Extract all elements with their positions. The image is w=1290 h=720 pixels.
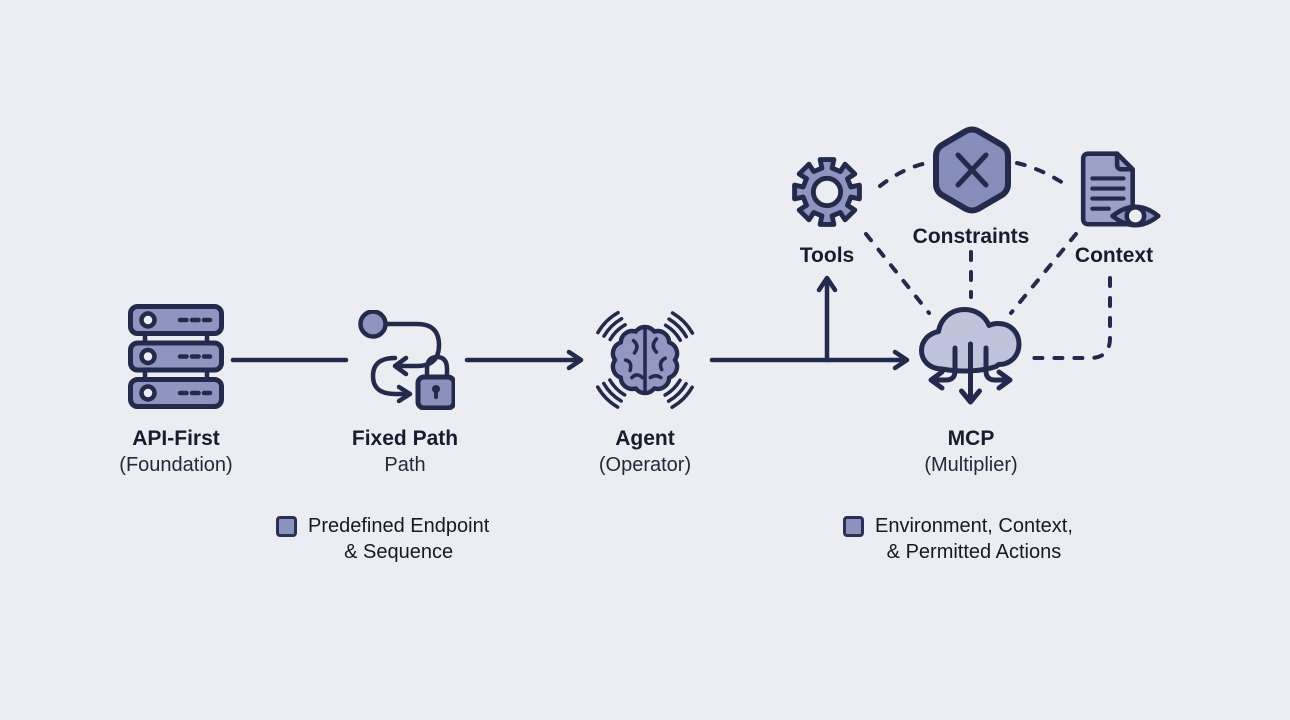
- legend-line: Environment, Context,: [875, 515, 1073, 537]
- node-sublabel-api-first: (Foundation): [119, 454, 233, 476]
- satellite-label-tools: Tools: [799, 244, 855, 267]
- dashed-gear-to-hexagon: [878, 161, 929, 188]
- brain-signals-icon: [588, 303, 702, 417]
- arrowhead-to-mcp: [892, 349, 910, 371]
- legend-line: & Permitted Actions: [886, 541, 1062, 563]
- satellite-label-constraints: Constraints: [912, 225, 1030, 248]
- arrowhead-to-agent: [566, 349, 584, 371]
- dashed-context-to-cloud: [1009, 232, 1078, 315]
- satellite-label-context: Context: [1074, 244, 1154, 267]
- node-sublabel-fixed-path: Path: [384, 454, 426, 476]
- node-sublabel-agent: (Operator): [598, 454, 692, 476]
- node-label-api-first: API-First: [132, 427, 220, 450]
- gear-icon: [792, 157, 862, 227]
- winding-path-lock-icon: [358, 310, 455, 410]
- server-stack-icon: [128, 304, 224, 409]
- node-label-fixed-path: Fixed Path: [351, 427, 459, 450]
- document-eye-icon: [1080, 151, 1161, 228]
- legend-item-fixed-path: Predefined Endpoint & Sequence: [276, 513, 489, 565]
- dashed-hexagon-to-document: [1015, 161, 1068, 187]
- node-label-mcp: MCP: [947, 427, 995, 450]
- hexagon-x-icon: [933, 126, 1011, 214]
- cloud-fanout-icon: [919, 307, 1022, 405]
- node-label-agent: Agent: [615, 427, 675, 450]
- legend-item-mcp: Environment, Context, & Permitted Action…: [843, 513, 1073, 565]
- dashed-tools-to-cloud: [864, 232, 931, 315]
- legend-line: & Sequence: [344, 541, 454, 563]
- legend-swatch-icon: [276, 516, 297, 537]
- legend-swatch-icon: [843, 516, 864, 537]
- legend-line: Predefined Endpoint: [308, 515, 490, 537]
- dashed-context-elbow-to-cloud: [1032, 276, 1112, 360]
- arrowhead-to-tools: [816, 275, 838, 293]
- node-sublabel-mcp: (Multiplier): [924, 454, 1018, 476]
